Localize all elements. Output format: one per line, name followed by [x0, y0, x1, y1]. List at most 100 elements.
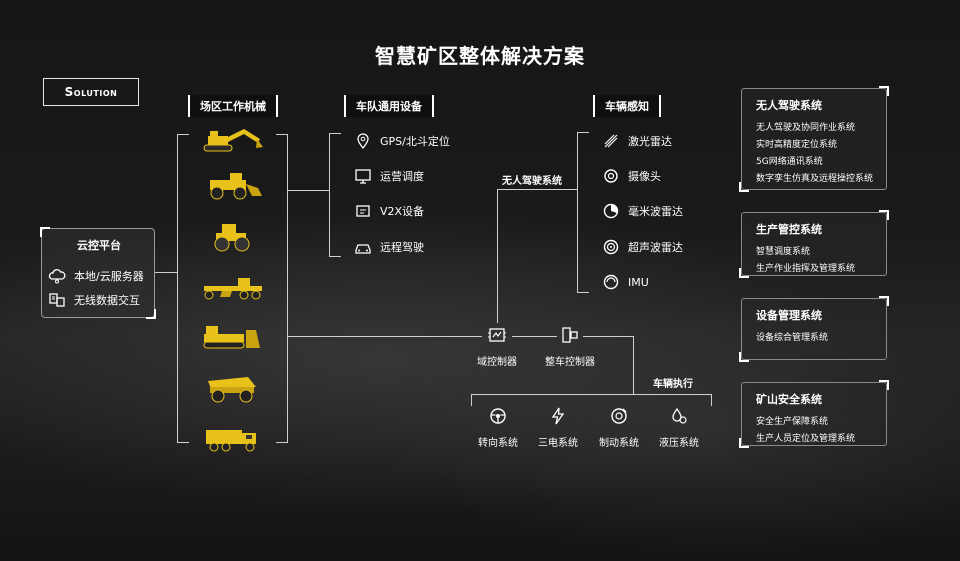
vehicle-controller-label: 整车控制器 — [545, 357, 595, 368]
connector-line — [577, 132, 578, 292]
solution-label: Solution — [43, 78, 139, 106]
system-box-title: 无人驾驶系统 — [756, 99, 822, 112]
solution-label-text: Solution — [64, 85, 118, 99]
perception-item-imu: IMU — [602, 273, 649, 291]
system-box-title: 矿山安全系统 — [756, 393, 822, 406]
system-box-item: 生产人员定位及管理系统 — [756, 434, 856, 444]
system-box-item: 实时高精度定位系统 — [756, 140, 838, 150]
fleet-item-dispatch: 运营调度 — [354, 167, 424, 185]
fleet-item-label: V2X设备 — [380, 205, 425, 218]
system-box-safety: 矿山安全系统 安全生产保障系统 生产人员定位及管理系统 — [739, 380, 889, 448]
connector-line — [711, 394, 712, 406]
connector-line — [177, 442, 189, 443]
fleet-item-gps: GPS/北斗定位 — [354, 132, 450, 150]
perception-item-label: 激光雷达 — [628, 135, 672, 148]
system-box-title: 生产管控系统 — [756, 223, 822, 236]
connector-line — [287, 190, 329, 191]
connector-line — [155, 272, 177, 273]
perception-item-label: 超声波雷达 — [628, 241, 683, 254]
system-box-item: 无人驾驶及协同作业系统 — [756, 123, 856, 133]
system-box-production: 生产管控系统 智慧调度系统 生产作业指挥及管理系统 — [739, 210, 889, 278]
data-exchange-icon — [48, 291, 66, 309]
v2x-device-icon — [354, 202, 372, 220]
perception-header: 车辆感知 — [593, 95, 661, 117]
connector-line — [497, 189, 577, 190]
perception-item-label: 毫米波雷达 — [628, 205, 683, 218]
imu-icon — [602, 273, 620, 291]
domain-controller-label: 域控制器 — [477, 357, 517, 368]
perception-item-lidar: 激光雷达 — [602, 132, 672, 150]
connector-line — [287, 336, 482, 337]
connector-line — [329, 133, 330, 256]
execution-header: 车辆执行 — [653, 379, 693, 390]
lightning-icon — [549, 407, 567, 429]
fleet-item-label: 远程驾驶 — [380, 241, 424, 254]
vehicle-controller: 整车控制器 — [540, 325, 600, 368]
connector-line — [577, 292, 589, 293]
bulldozer-icon — [200, 320, 266, 350]
cloud-item-label: 本地/云服务器 — [74, 270, 144, 283]
perception-item-label: IMU — [628, 275, 649, 289]
execution-item-label: 液压系统 — [659, 438, 699, 449]
perception-item-label: 摄像头 — [628, 170, 661, 183]
road-roller-icon — [200, 222, 266, 252]
connector-line — [177, 134, 189, 135]
page-title: 智慧矿区整体解决方案 — [375, 44, 585, 68]
fleet-item-label: 运营调度 — [380, 170, 424, 183]
lidar-icon — [602, 132, 620, 150]
perception-item-camera: 摄像头 — [602, 167, 661, 185]
ultrasonic-radar-icon — [602, 238, 620, 256]
connector-line — [471, 394, 472, 406]
perception-item-mmwave: 毫米波雷达 — [602, 202, 683, 220]
cloud-platform-title: 云控平台 — [77, 239, 121, 252]
motor-grader-icon — [200, 272, 266, 302]
cloud-item-server: 本地/云服务器 — [48, 267, 144, 285]
system-box-equipment: 设备管理系统 设备综合管理系统 — [739, 296, 889, 362]
execution-item-steering: 转向系统 — [473, 407, 523, 449]
mmwave-radar-icon — [602, 202, 620, 220]
system-box-title: 设备管理系统 — [756, 309, 822, 322]
connector-line — [276, 442, 288, 443]
wheel-loader-icon — [200, 170, 266, 200]
connector-line — [329, 133, 341, 134]
system-box-item: 生产作业指挥及管理系统 — [756, 264, 856, 274]
fleet-item-v2x: V2X设备 — [354, 202, 424, 220]
execution-item-label: 转向系统 — [478, 438, 518, 449]
execution-item-label: 三电系统 — [538, 438, 578, 449]
connector-line — [577, 132, 589, 133]
system-box-item: 智慧调度系统 — [756, 247, 811, 257]
hydraulic-icon — [670, 407, 688, 429]
system-box-item: 5G网络通讯系统 — [756, 157, 823, 167]
machinery-header: 场区工作机械 — [188, 95, 278, 117]
cloud-platform-box: 云控平台 本地/云服务器 无线数据交互 — [40, 227, 156, 319]
connector-line — [287, 134, 288, 442]
connector-line — [497, 189, 498, 323]
connector-line — [177, 134, 178, 442]
cloud-item-wireless: 无线数据交互 — [48, 291, 140, 309]
system-box-item: 数字孪生仿真及远程操控系统 — [756, 174, 874, 184]
monitor-icon — [354, 167, 372, 185]
cloud-item-label: 无线数据交互 — [74, 294, 140, 307]
steering-wheel-icon — [489, 407, 507, 429]
system-box-autonomous: 无人驾驶系统 无人驾驶及协同作业系统 实时高精度定位系统 5G网络通讯系统 数字… — [739, 86, 889, 192]
cloud-server-icon — [48, 267, 66, 285]
domain-controller: 域控制器 — [470, 325, 524, 368]
connector-line — [512, 336, 557, 337]
dump-truck-icon — [200, 424, 266, 454]
connector-line — [276, 134, 288, 135]
excavator-icon — [200, 125, 266, 155]
execution-item-hydraulic: 液压系统 — [654, 407, 704, 449]
execution-item-power: 三电系统 — [533, 407, 583, 449]
execution-item-brake: 制动系统 — [594, 407, 644, 449]
fleet-item-remote: 远程驾驶 — [354, 238, 424, 256]
camera-icon — [602, 167, 620, 185]
perception-item-ultrasonic: 超声波雷达 — [602, 238, 683, 256]
system-box-item: 设备综合管理系统 — [756, 333, 829, 343]
location-pin-icon — [354, 132, 372, 150]
system-box-item: 安全生产保障系统 — [756, 417, 829, 427]
domain-controller-icon — [487, 325, 507, 349]
connector-line — [583, 336, 633, 337]
connector-line — [633, 336, 634, 394]
autonomous-system-label: 无人驾驶系统 — [502, 176, 562, 187]
fleet-item-label: GPS/北斗定位 — [380, 135, 450, 148]
